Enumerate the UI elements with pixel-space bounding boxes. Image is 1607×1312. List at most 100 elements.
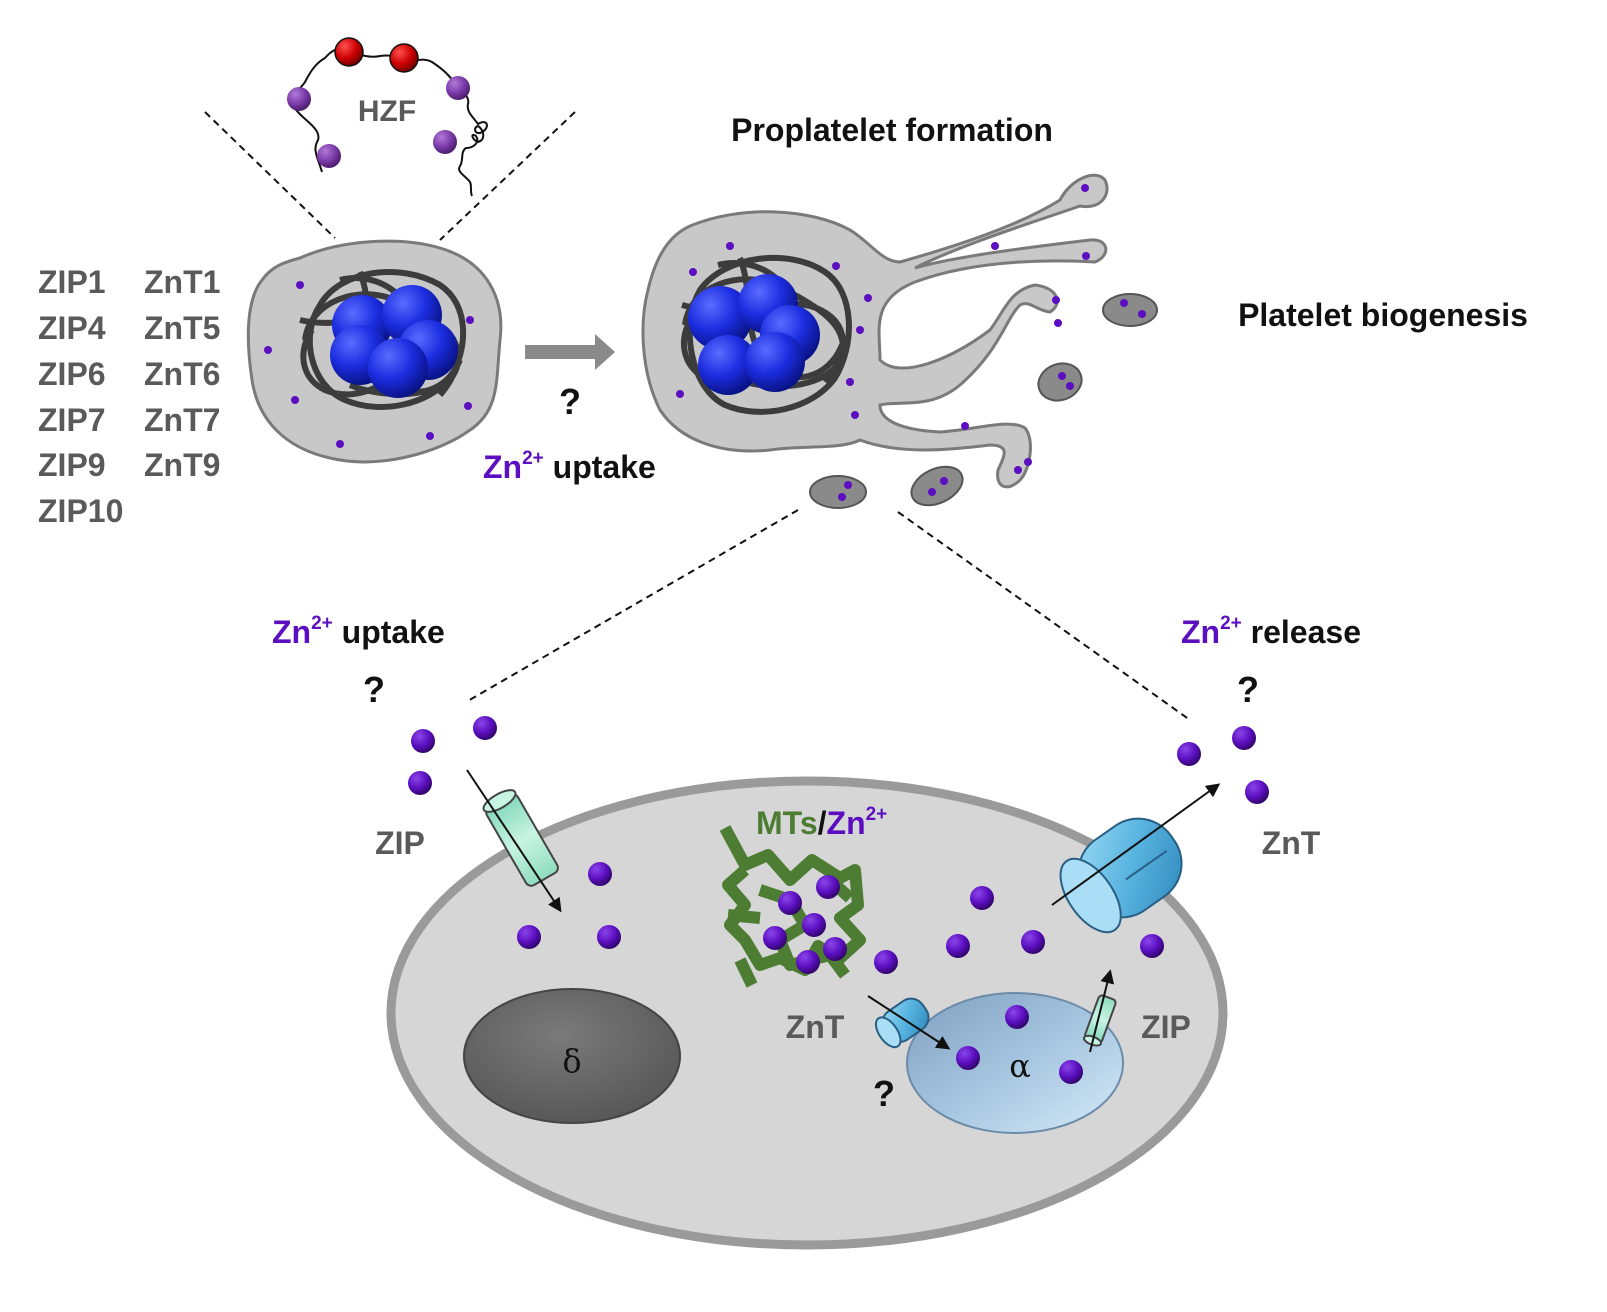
zoom-line-left — [204, 111, 336, 239]
zn-charge: 2+ — [866, 804, 888, 825]
platelet — [1037, 362, 1083, 402]
znt-list-item: ZnT5 — [144, 310, 220, 346]
spacer — [544, 449, 553, 485]
zinc-dot — [832, 262, 840, 270]
zn-charge: 2+ — [522, 448, 544, 469]
spacer — [1242, 614, 1251, 650]
zinc-dot — [464, 402, 472, 410]
zinc-ion — [517, 925, 541, 949]
platelet — [910, 465, 964, 507]
zoom-line-right — [897, 511, 1191, 721]
zn-symbol: Zn — [483, 449, 522, 485]
zinc-dot — [961, 422, 969, 430]
zinc-ion — [778, 891, 802, 915]
zinc-ion — [956, 1046, 980, 1070]
zinc-ion — [946, 934, 970, 958]
zinc-ion — [1021, 930, 1045, 954]
zn-uptake-label-top: Zn2+ uptake — [483, 448, 656, 485]
svg-text:Zn2+ uptake: Zn2+ uptake — [272, 613, 445, 650]
zinc-dot — [856, 326, 864, 334]
dense-granule: δ — [463, 988, 681, 1124]
svg-text:Zn2+ uptake: Zn2+ uptake — [483, 448, 656, 485]
zip-list-item: ZIP4 — [38, 310, 106, 346]
zinc-dot — [676, 390, 684, 398]
proplatelet-title: Proplatelet formation — [731, 112, 1053, 148]
zinc-ion — [588, 862, 612, 886]
zn-symbol: Zn — [1181, 614, 1220, 650]
svg-text:MTs/Zn2+: MTs/Zn2+ — [756, 804, 887, 841]
zinc-dot — [1082, 252, 1090, 260]
zip-transporter-list: ZIP1 ZIP4 ZIP6 ZIP7 ZIP9 ZIP10 — [38, 264, 123, 529]
znt-list-item: ZnT7 — [144, 402, 220, 438]
spacer — [333, 614, 342, 650]
zn-uptake-label-bottom: Zn2+ uptake — [272, 613, 445, 650]
zoom-line-left — [465, 509, 799, 703]
mts-text: MTs — [756, 805, 818, 841]
zinc-ion — [802, 913, 826, 937]
zn-symbol: Zn — [827, 805, 866, 841]
question-mark: ? — [559, 381, 581, 422]
zinc-dot — [851, 411, 859, 419]
platelet — [809, 475, 867, 509]
zinc-dot — [1081, 184, 1089, 192]
znt-transporter-list: ZnT1 ZnT5 ZnT6 ZnT7 ZnT9 — [144, 264, 220, 483]
slash-text: / — [818, 805, 827, 841]
zinc-dot — [336, 440, 344, 448]
hzf-zinc-site-red — [389, 43, 419, 73]
znt-transporter-membrane — [1051, 783, 1221, 934]
uptake-text: uptake — [553, 449, 656, 485]
zn-symbol: Zn — [272, 614, 311, 650]
zinc-ion — [1177, 742, 1201, 766]
zn-charge: 2+ — [311, 613, 333, 634]
alpha-granule: α — [906, 992, 1124, 1134]
zinc-ion — [970, 886, 994, 910]
proplatelet-megakaryocyte — [641, 173, 1109, 489]
zinc-dot — [291, 396, 299, 404]
zinc-dot — [466, 316, 474, 324]
hzf-zinc-site-red — [334, 37, 364, 67]
question-mark: ? — [873, 1073, 895, 1114]
biogenesis-title: Platelet biogenesis — [1238, 297, 1528, 333]
zinc-dot — [726, 242, 734, 250]
nucleus-lobe — [368, 338, 428, 398]
hzf-label: HZF — [358, 95, 416, 128]
zinc-dot — [426, 432, 434, 440]
zinc-dot — [1054, 319, 1062, 327]
zinc-dot — [1024, 458, 1032, 466]
hzf-zinc-site-purple — [433, 130, 457, 154]
zip-channel-membrane — [466, 769, 562, 913]
zinc-ion — [473, 716, 497, 740]
megakaryocyte — [246, 239, 503, 464]
zinc-ion — [823, 937, 847, 961]
zinc-ion — [1140, 934, 1164, 958]
zip-membrane-label: ZIP — [375, 825, 425, 861]
zinc-ion — [816, 875, 840, 899]
zinc-dots — [264, 281, 474, 448]
zinc-ions — [408, 716, 1269, 1084]
zip-list-item: ZIP7 — [38, 402, 106, 438]
nucleus-lobe — [698, 335, 758, 395]
nucleus-lobe — [688, 286, 752, 350]
question-mark: ? — [1237, 669, 1259, 710]
svg-text:Zn2+ release: Zn2+ release — [1181, 613, 1361, 650]
hzf-zinc-site-purple — [287, 87, 311, 111]
delta-label: δ — [562, 1042, 581, 1080]
zinc-dot — [991, 242, 999, 250]
zip-list-item: ZIP9 — [38, 447, 106, 483]
zinc-dot — [846, 378, 854, 386]
released-platelets — [809, 293, 1158, 509]
alpha-label: α — [1009, 1047, 1031, 1085]
release-text: release — [1251, 614, 1361, 650]
uptake-text: uptake — [342, 614, 445, 650]
hzf-zinc-site-purple — [317, 144, 341, 168]
nucleus-lobes — [330, 285, 458, 398]
platelet — [1102, 293, 1158, 327]
zip-flux-arrow — [466, 769, 562, 913]
proplatelet-nucleus-lobes — [688, 274, 820, 395]
granule-import-arrow — [867, 995, 951, 1050]
zn-release-label: Zn2+ release — [1181, 613, 1361, 650]
zinc-dot — [264, 346, 272, 354]
znt-transporter-granule — [867, 995, 951, 1050]
hzf-protein: HZF — [287, 37, 488, 197]
zinc-ion — [1245, 780, 1269, 804]
